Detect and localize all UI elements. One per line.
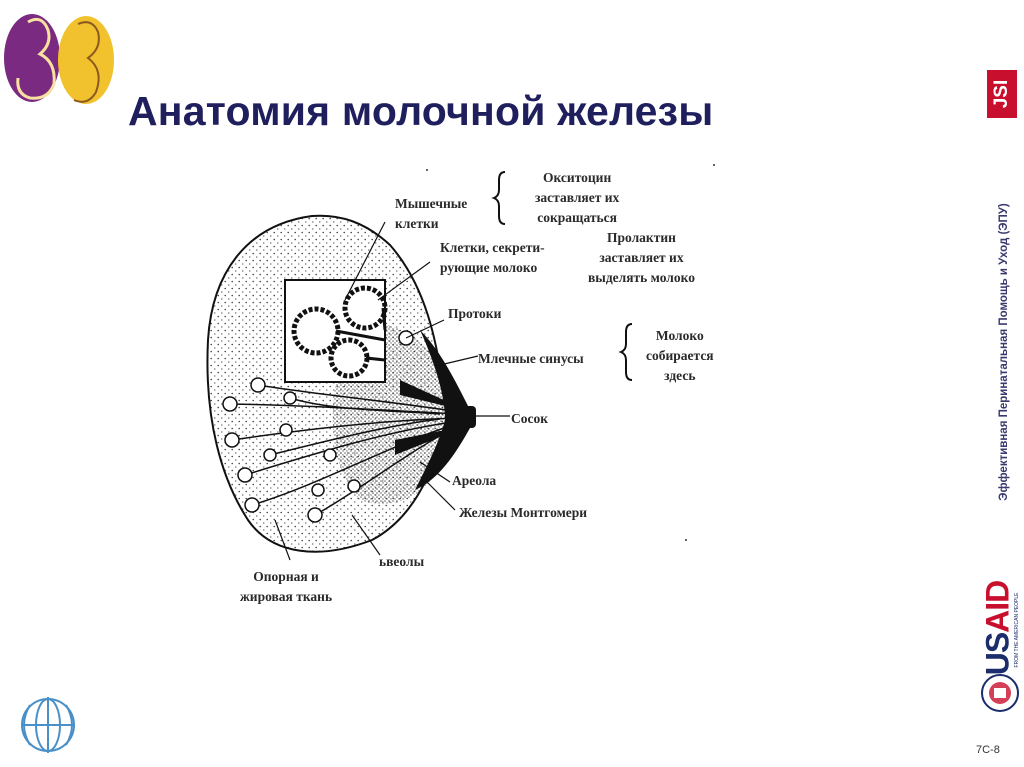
label-nipple: Сосок xyxy=(511,411,549,426)
label-montgomery-glands: Железы Монтгомери xyxy=(459,505,588,520)
usaid-tagline: FROM THE AMERICAN PEOPLE xyxy=(1014,592,1020,668)
label-milk-collects: Молоко собирается здесь xyxy=(646,328,714,383)
mother-child-logo xyxy=(4,14,114,104)
label-supporting-fatty-tissue: Опорная и жировая ткань xyxy=(240,569,333,604)
label-alveoli: ьвеолы xyxy=(379,554,425,569)
label-ducts: Протоки xyxy=(448,306,502,321)
page-title: Анатомия молочной железы xyxy=(128,88,714,134)
jsi-logo: JSI xyxy=(987,70,1017,118)
usaid-seal xyxy=(981,674,1019,712)
side-program-title: Эффективная Перинатальная Помощь и Уход … xyxy=(998,203,1010,501)
usaid-logo: USAID xyxy=(979,580,1016,676)
page-number: 7C-8 xyxy=(976,744,1000,756)
who-emblem xyxy=(21,697,75,753)
label-muscle-cells: Мышечные клетки xyxy=(395,196,468,231)
breast-diagram xyxy=(206,164,715,561)
label-prolactin: Пролактин заставляет их выделять молоко xyxy=(588,230,695,285)
label-secreting-cells: Клетки, секрети- рующие молоко xyxy=(440,240,545,275)
label-milk-sinuses: Млечные синусы xyxy=(478,351,584,366)
label-areola: Ареола xyxy=(452,473,497,488)
label-oxytocin: Окситоцин заставляет их сокращаться xyxy=(535,170,620,225)
